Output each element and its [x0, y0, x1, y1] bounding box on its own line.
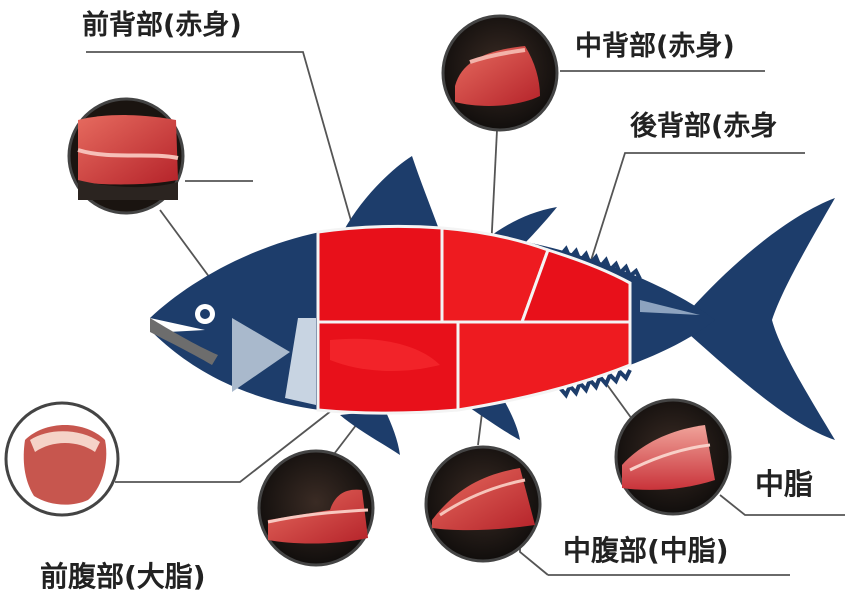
- label-chutoro: 中脂: [755, 467, 814, 501]
- meat-sample-photo-icon: [622, 425, 715, 490]
- caudal-keel: [640, 300, 700, 315]
- meat-sample-photo-icon: [268, 489, 368, 544]
- finlets-top: [558, 245, 642, 280]
- gill-plate-2: [285, 318, 316, 405]
- sample-circle-mid-back: [441, 14, 559, 132]
- label-mid-back-akami: 中背部(赤身): [575, 31, 735, 62]
- label-front-back-akami: 前背部(赤身): [82, 10, 242, 41]
- dorsal-fin: [343, 156, 440, 232]
- meat-highlight: [330, 338, 440, 372]
- gill-plate: [232, 318, 290, 392]
- leader-front-belly: [115, 399, 346, 483]
- label-front-belly-otoro: 前腹部(大脂): [40, 560, 206, 593]
- tuna-fish-icon: [150, 156, 835, 455]
- section-rear-back: [519, 248, 632, 324]
- leader-upper-circle-fish: [159, 209, 211, 279]
- sample-circle-front-belly: [4, 401, 120, 517]
- tail-fin: [690, 198, 835, 440]
- sample-circle-mid-belly: [424, 445, 542, 563]
- anal-fin: [470, 402, 520, 440]
- meat-sections: [316, 224, 632, 415]
- pelvic-fin: [340, 410, 400, 455]
- sample-circle-lower-1: [257, 449, 375, 567]
- section-front-back: [316, 224, 444, 324]
- leader-front-back: [86, 51, 366, 271]
- sample-circle-chutoro: [614, 398, 732, 516]
- meat-sample-photo-icon: [78, 180, 178, 200]
- leader-mid-belly: [519, 548, 549, 576]
- label-rear-back-akami: 後背部(赤身: [630, 111, 778, 142]
- sample-circle-front-back: [67, 97, 185, 215]
- label-mid-belly-chutoro: 中腹部(中脂): [563, 534, 729, 567]
- leader-chutoro: [719, 494, 845, 516]
- finlets-bottom: [558, 368, 632, 399]
- section-mid-belly: [456, 320, 632, 412]
- fish-jaw: [150, 318, 218, 365]
- leader-rear-back: [587, 152, 805, 271]
